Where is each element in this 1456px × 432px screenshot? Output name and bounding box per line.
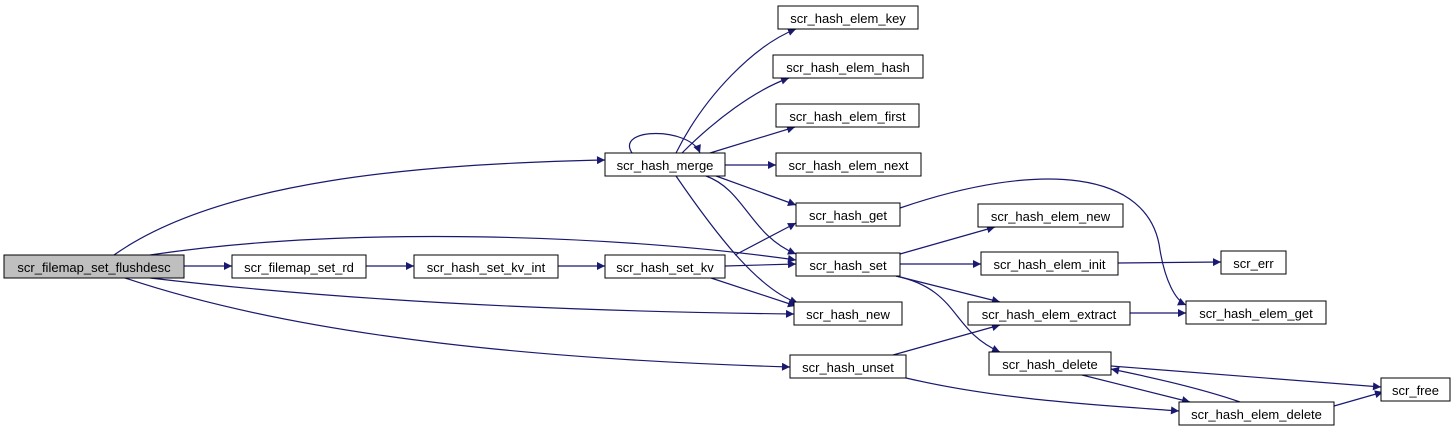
node-label: scr_hash_elem_delete — [1191, 407, 1322, 422]
node-box[interactable] — [967, 301, 1131, 326]
node-box[interactable] — [988, 351, 1112, 376]
node-elem-extract[interactable]: scr_hash_elem_extract — [967, 301, 1131, 326]
node-label: scr_hash_elem_hash — [786, 60, 910, 75]
edge-root-to-unset — [124, 277, 791, 371]
node-label: scr_hash_elem_next — [789, 158, 909, 173]
edge-set_kv-to-set — [724, 260, 797, 269]
node-box[interactable] — [980, 251, 1119, 276]
node-elem-first[interactable]: scr_hash_elem_first — [775, 103, 920, 128]
edge-set-to-elem_new — [899, 225, 996, 255]
edge-get-to-elem_get — [899, 178, 1187, 306]
node-label: scr_hash_set_kv_int — [427, 260, 546, 275]
node-label: scr_err — [1233, 256, 1274, 271]
node-label: scr_hash_delete — [1002, 357, 1097, 372]
node-merge[interactable]: scr_hash_merge — [604, 152, 726, 177]
node-elem-next[interactable]: scr_hash_elem_next — [775, 152, 922, 177]
node-elem-delete[interactable]: scr_hash_elem_delete — [1178, 401, 1335, 426]
edge-set_kv-to-get — [734, 222, 797, 256]
node-elem-hash[interactable]: scr_hash_elem_hash — [772, 54, 924, 79]
node-label: scr_hash_new — [806, 307, 890, 322]
node-elem-key[interactable]: scr_hash_elem_key — [777, 5, 919, 30]
node-label: scr_hash_set — [809, 258, 887, 273]
edge-set-to-elem_extract — [895, 275, 1001, 304]
edge-merge-to-new — [675, 175, 799, 305]
edge-merge-to-set — [705, 175, 797, 255]
edge-root-to-set — [149, 235, 797, 263]
node-box[interactable] — [1185, 300, 1327, 325]
node-delete[interactable]: scr_hash_delete — [988, 351, 1112, 376]
edge-merge-to-get — [715, 175, 797, 207]
node-label: scr_filemap_set_rd — [244, 260, 354, 275]
node-box[interactable] — [793, 301, 903, 326]
node-label: scr_hash_elem_first — [789, 109, 906, 124]
node-label: scr_hash_elem_get — [1199, 306, 1313, 321]
edge-root-to-merge — [113, 156, 606, 256]
node-label: scr_hash_elem_init — [993, 257, 1105, 272]
node-root[interactable]: scr_filemap_set_flushdesc — [3, 254, 185, 279]
node-set[interactable]: scr_hash_set — [795, 252, 901, 277]
node-box[interactable] — [1220, 250, 1287, 275]
node-box[interactable] — [3, 254, 185, 279]
edge-unset-to-elem_delete — [905, 377, 1180, 415]
node-box[interactable] — [795, 202, 901, 227]
edge-delete-to-elem_delete — [1081, 374, 1191, 404]
node-box[interactable] — [775, 103, 920, 128]
edge-layer — [113, 28, 1384, 415]
node-label: scr_filemap_set_flushdesc — [17, 260, 171, 275]
node-new[interactable]: scr_hash_new — [793, 301, 903, 326]
node-box[interactable] — [231, 254, 367, 279]
node-box[interactable] — [413, 254, 559, 279]
node-elem-init[interactable]: scr_hash_elem_init — [980, 251, 1119, 276]
edge-set-to-delete — [895, 275, 1001, 353]
node-set-kv[interactable]: scr_hash_set_kv — [604, 254, 726, 279]
node-box[interactable] — [775, 152, 922, 177]
node-box[interactable] — [772, 54, 924, 79]
node-label: scr_hash_merge — [617, 158, 714, 173]
node-err[interactable]: scr_err — [1220, 250, 1287, 275]
node-box[interactable] — [1380, 377, 1451, 402]
node-get[interactable]: scr_hash_get — [795, 202, 901, 227]
node-box[interactable] — [604, 254, 726, 279]
edge-merge-to-elem_first — [709, 125, 796, 154]
node-box[interactable] — [795, 252, 901, 277]
edge-set_kv-to-new — [710, 277, 797, 308]
node-free[interactable]: scr_free — [1380, 377, 1451, 402]
node-box[interactable] — [1178, 401, 1335, 426]
edge-merge-to-merge — [628, 132, 701, 154]
node-set-kv-int[interactable]: scr_hash_set_kv_int — [413, 254, 559, 279]
edge-merge-to-elem_key — [675, 28, 797, 154]
node-set-rd[interactable]: scr_filemap_set_rd — [231, 254, 367, 279]
edge-root-to-new — [149, 277, 795, 318]
node-label: scr_free — [1392, 383, 1439, 398]
node-label: scr_hash_elem_key — [790, 11, 906, 26]
edge-elem_delete-to-free — [1333, 390, 1384, 407]
edge-elem_init-to-err — [1117, 258, 1222, 267]
node-label: scr_hash_set_kv — [616, 260, 714, 275]
edge-merge-to-elem_hash — [681, 76, 790, 154]
node-box[interactable] — [604, 152, 726, 177]
edge-elem_delete-to-delete — [1110, 366, 1241, 403]
node-label: scr_hash_unset — [802, 360, 894, 375]
node-label: scr_hash_get — [809, 208, 887, 223]
node-box[interactable] — [789, 354, 907, 379]
edge-delete-to-free — [1110, 365, 1382, 391]
node-box[interactable] — [977, 203, 1124, 228]
edge-unset-to-elem_extract — [892, 323, 1001, 356]
node-elem-new[interactable]: scr_hash_elem_new — [977, 203, 1124, 228]
node-layer: scr_filemap_set_flushdesc scr_filemap_set… — [3, 5, 1451, 426]
node-label: scr_hash_elem_extract — [982, 307, 1117, 322]
node-unset[interactable]: scr_hash_unset — [789, 354, 907, 379]
node-elem-get[interactable]: scr_hash_elem_get — [1185, 300, 1327, 325]
node-box[interactable] — [777, 5, 919, 30]
node-label: scr_hash_elem_new — [991, 209, 1111, 224]
